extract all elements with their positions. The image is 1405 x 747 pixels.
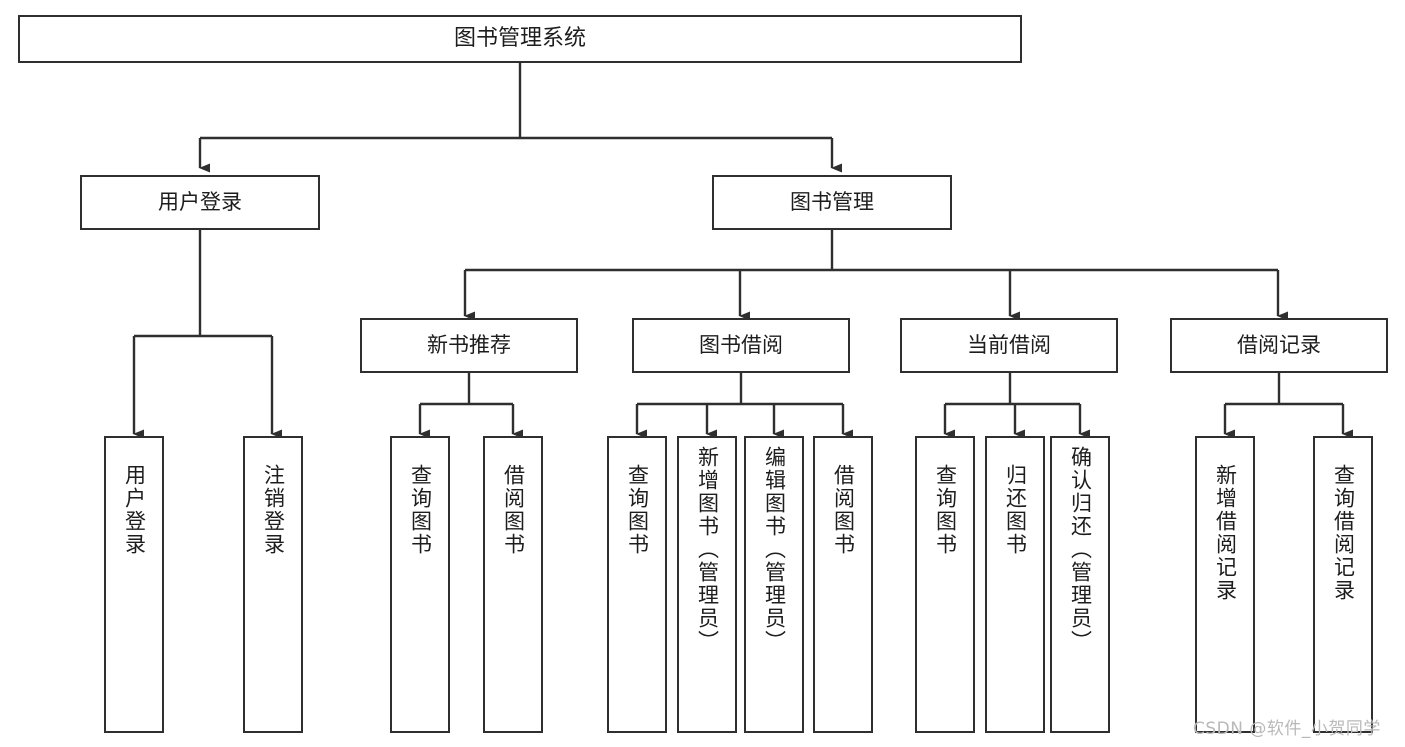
node-label: 注销登录 [261,464,286,556]
node-label: 确认归还（管理员） [1068,446,1093,653]
node-new-book-recommend[interactable]: 新书推荐 [360,318,578,373]
leaf-return-book[interactable]: 归还图书 [985,436,1045,733]
node-current-borrow[interactable]: 当前借阅 [900,318,1118,373]
leaf-query-record[interactable]: 查询借阅记录 [1313,436,1373,733]
node-label: 图书借阅 [699,333,783,358]
node-label: 新增借阅记录 [1213,464,1238,602]
node-label: 归还图书 [1003,464,1028,556]
node-label: 查询图书 [408,464,433,556]
node-label: 编辑图书（管理员） [762,446,787,653]
node-label: 查询图书 [625,464,650,556]
node-label: 用户登录 [158,190,242,215]
leaf-user-login[interactable]: 用户登录 [104,436,164,733]
node-label: 图书管理系统 [453,26,586,52]
leaf-query-book-1[interactable]: 查询图书 [390,436,450,733]
leaf-query-book-2[interactable]: 查询图书 [607,436,667,733]
node-label: 借阅图书 [501,464,526,556]
leaf-confirm-return[interactable]: 确认归还（管理员） [1050,436,1110,733]
node-label: 查询借阅记录 [1331,464,1356,602]
node-label: 借阅图书 [831,464,856,556]
leaf-add-record[interactable]: 新增借阅记录 [1195,436,1255,733]
csdn-watermark: CSDN @软件_小贺同学 [1193,719,1381,739]
leaf-add-book[interactable]: 新增图书（管理员） [677,436,737,733]
node-label: 用户登录 [122,464,147,556]
leaf-borrow-book-1[interactable]: 借阅图书 [483,436,543,733]
node-label: 图书管理 [790,190,874,215]
node-root-book-management-system[interactable]: 图书管理系统 [18,15,1022,63]
node-borrow-record[interactable]: 借阅记录 [1170,318,1388,373]
leaf-edit-book[interactable]: 编辑图书（管理员） [744,436,804,733]
node-label: 新增图书（管理员） [695,446,720,653]
leaf-logout[interactable]: 注销登录 [243,436,303,733]
node-label: 查询图书 [933,464,958,556]
node-label: 借阅记录 [1237,333,1321,358]
node-label: 当前借阅 [967,333,1051,358]
leaf-query-book-3[interactable]: 查询图书 [915,436,975,733]
node-book-manage[interactable]: 图书管理 [712,175,952,230]
leaf-borrow-book-2[interactable]: 借阅图书 [813,436,873,733]
node-user-login[interactable]: 用户登录 [80,175,320,230]
node-label: 新书推荐 [427,333,511,358]
node-book-borrow[interactable]: 图书借阅 [632,318,850,373]
